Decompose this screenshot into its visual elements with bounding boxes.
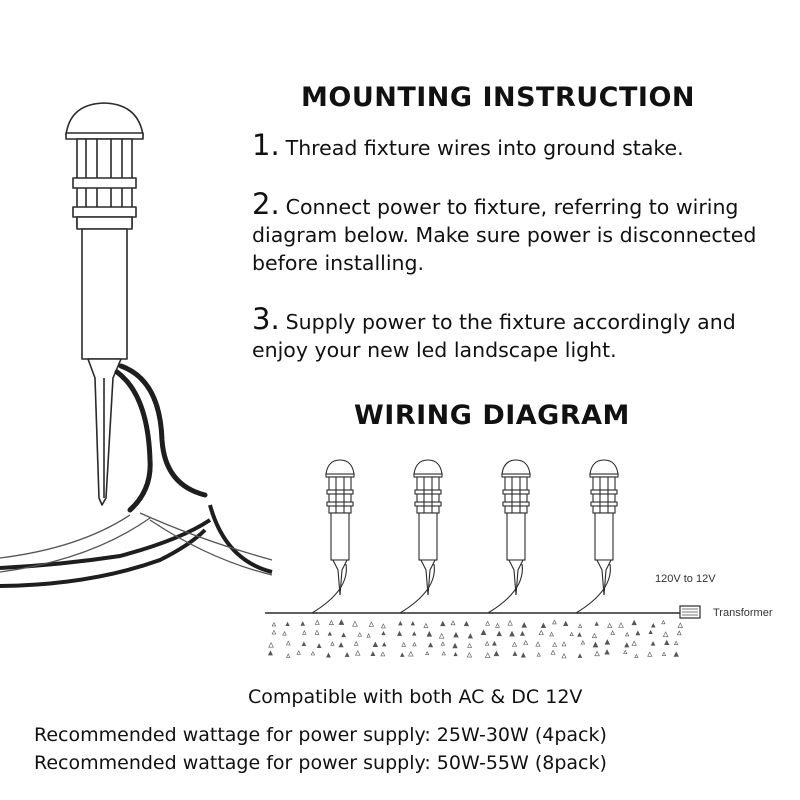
wiring-diagram-title: WIRING DIAGRAM [354, 400, 630, 431]
transformer-label: Transformer [713, 607, 773, 619]
step-1: 1.Thread fixture wires into ground stake… [252, 131, 782, 162]
small-fixture-2 [399, 459, 443, 614]
step-2-number: 2. [252, 187, 280, 221]
compatibility-note: Compatible with both AC & DC 12V [248, 686, 583, 708]
mounting-instruction-title: MOUNTING INSTRUCTION [301, 82, 696, 113]
step-1-text: Thread fixture wires into ground stake. [285, 136, 684, 160]
wattage-8pack: Recommended wattage for power supply: 50… [34, 752, 607, 774]
voltage-label: 120V to 12V [655, 573, 716, 585]
small-fixture-3 [487, 459, 531, 614]
step-2: 2.Connect power to fixture, referring to… [252, 190, 782, 277]
small-fixture-4 [575, 459, 619, 614]
gravel-pattern [267, 619, 684, 659]
step-3-text: Supply power to the fixture accordingly … [252, 310, 736, 362]
wattage-4pack: Recommended wattage for power supply: 25… [34, 724, 607, 746]
step-3-number: 3. [252, 302, 280, 336]
step-3: 3.Supply power to the fixture accordingl… [252, 305, 782, 364]
step-2-text: Connect power to fixture, referring to w… [252, 195, 757, 275]
step-1-number: 1. [252, 128, 280, 162]
small-fixture-1 [311, 459, 355, 614]
